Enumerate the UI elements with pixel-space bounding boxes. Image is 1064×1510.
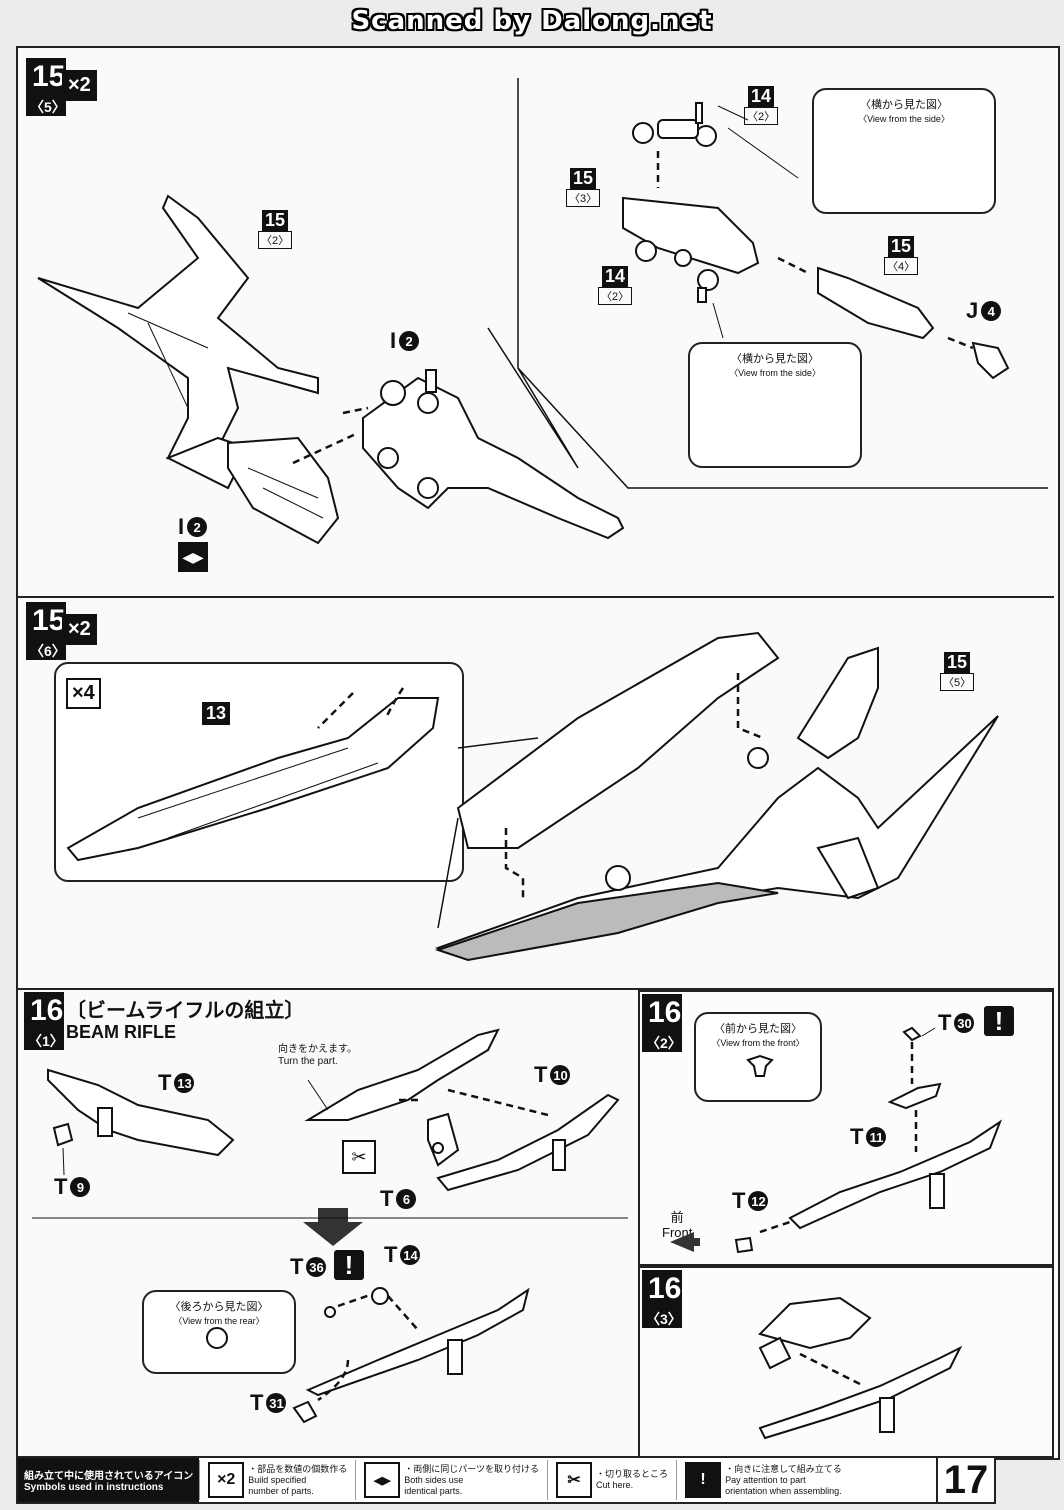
multiplier-badge: ×2 [62,614,97,645]
step-16-1-panel: 16 〈1〉 〔ビームライフルの組立〕 BEAM RIFLE 向きをかえます。 … [18,990,636,1456]
substep-number: 〈5〉 [30,99,66,115]
step-16-2-badge: 16 〈2〉 [642,994,682,1052]
step-number: 15 [32,60,66,93]
legend-item-attention: ! ・向きに注意して組み立てる Pay attention to part or… [676,1460,850,1500]
divider-15-6 [18,988,1054,990]
multiplier-badge: ×2 [62,70,97,101]
ref-15-5: 15 〈5〉 [940,652,975,691]
ref-15-3: 15 〈3〉 [566,168,601,207]
callout-view-side-1: 〈横から見た図〉 〈View from the side〉 [812,88,996,214]
step-15-5-panel: 15 〈5〉 ×2 [18,48,1054,596]
step-16-3-diagram [758,1296,963,1440]
warning-icon: ! [334,1250,364,1280]
step-16-1-diagram [32,1028,628,1424]
ref-14-2-bottom: 14 〈2〉 [598,266,633,305]
cut-icon: ✂ [342,1140,376,1174]
step-15-6-panel: 15 〈6〉 ×2 ×4 13 15 〈5〉 [18,598,1054,988]
legend-item-multiply: ×2 ・部品を数値の個数作る Build specified number of… [199,1460,355,1500]
step-15-5-diagram [37,78,1048,545]
turn-part-note: 向きをかえます。 Turn the part. [278,1044,357,1067]
warning-icon: ! [984,1006,1014,1036]
cut-icon: ✂ [556,1462,593,1498]
legend-item-both-sides: ◀▶ ・両側に同じパーツを取り付ける Both sides use identi… [355,1460,547,1500]
step-15-5-badge: 15 〈5〉 [26,58,66,116]
step-title-jp: 〔ビームライフルの組立〕 [66,1000,305,1022]
step-15-6-badge: 15 〈6〉 [26,602,66,660]
step-16-3-panel: 16 〈3〉 [638,1266,1054,1458]
both-sides-icon: ◀▶ [178,542,208,572]
step-16-2-diagram [670,1026,1003,1254]
inset-multiplier: ×4 [66,678,101,709]
callout-view-side-2: 〈横から見た図〉 〈View from the side〉 [688,342,862,468]
legend-item-cut: ✂ ・切り取るところ Cut here. [547,1460,676,1500]
ref-15-4: 15 〈4〉 [884,236,919,275]
watermark: Scanned by Dalong.net [351,6,713,36]
page-number: 17 [936,1456,996,1504]
warning-icon: ! [685,1462,722,1498]
step-15-6-diagram [66,631,999,962]
part-13-label: 13 [202,702,231,725]
step-16-3-badge: 16 〈3〉 [642,1270,682,1328]
symbol-legend: 組み立て中に使用されているアイコン Symbols used in instru… [16,1456,940,1504]
divider-15-5 [18,596,1054,598]
ref-15-2: 15 〈2〉 [258,210,293,249]
both-sides-icon: ◀▶ [364,1462,401,1498]
step-16-1-badge: 16 〈1〉 [24,992,64,1050]
legend-title: 組み立て中に使用されているアイコン Symbols used in instru… [18,1458,200,1502]
multiply-icon: ×2 [208,1462,245,1498]
ref-14-2-top: 14 〈2〉 [744,86,779,125]
step-title-en: BEAM RIFLE [66,1022,176,1042]
